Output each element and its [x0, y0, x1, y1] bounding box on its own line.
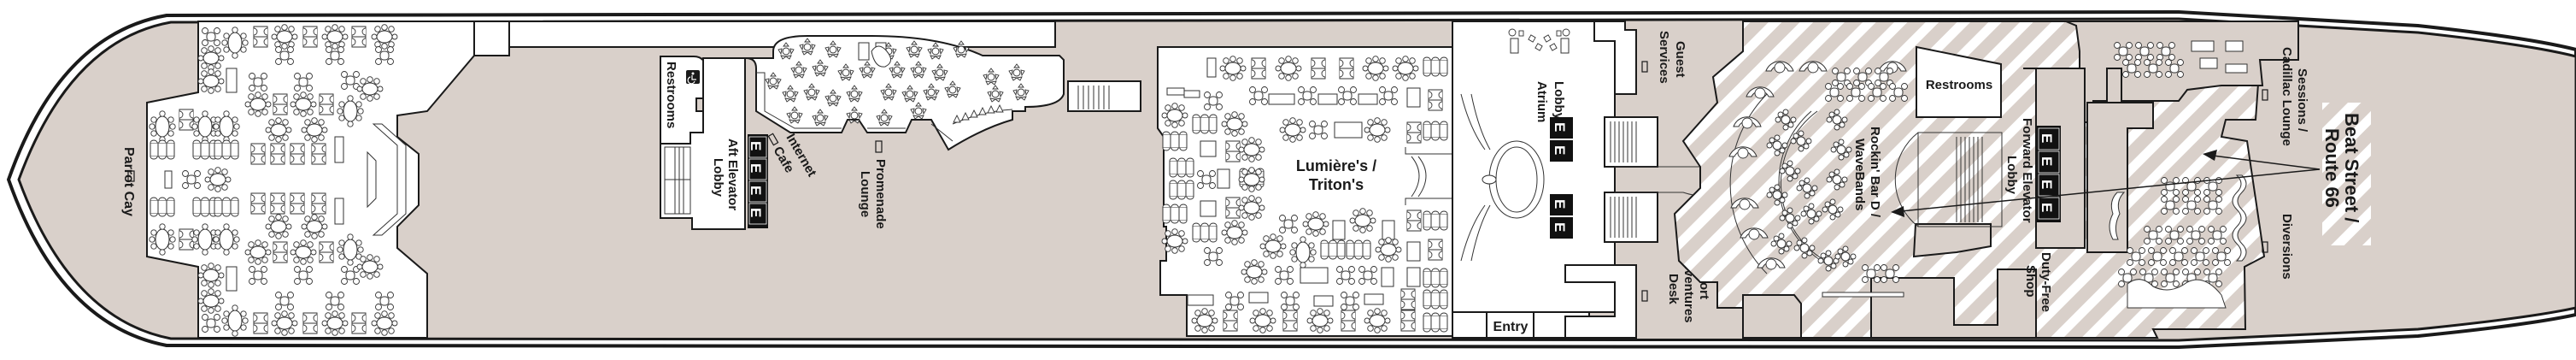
elevator-icon: E [748, 180, 767, 203]
guest-services-label-2: Services [1657, 31, 1671, 84]
lobby-atrium-area[interactable]: Entry Lobby Atrium [1452, 21, 1616, 339]
aft-elevator-lobby-label-1: Aft Elevator [725, 139, 740, 210]
svg-text:E: E [2039, 203, 2055, 212]
guest-services-label-1: Guest [1673, 41, 1687, 78]
duty-free-label-1: Duty-Free [2039, 252, 2053, 312]
beat-street-label-1: Beat Street / [2341, 113, 2362, 222]
pointer-arrow-icon [1891, 150, 2321, 217]
lobby-atrium-label-1: Lobby [1552, 81, 1566, 121]
entry-label[interactable]: Entry [1493, 320, 1529, 334]
lumieres-label-2: Triton's [1309, 176, 1364, 193]
promenade-lounge-label-1: Promenade [873, 159, 888, 229]
venue-marker-icon [875, 140, 883, 153]
elevator-icon: E [2038, 127, 2060, 150]
svg-text:E: E [748, 186, 764, 195]
parrot-cay-area[interactable]: Parrot Cay [121, 21, 475, 339]
rockin-bar-label-2: WaveBands [1852, 139, 1867, 210]
svg-text:E: E [1552, 145, 1568, 155]
elevator-icon: E [748, 158, 767, 180]
venue-marker-icon [2262, 89, 2268, 101]
sessions-label-1: Sessions / [2295, 68, 2309, 133]
route-66-label: Route 66 [2321, 128, 2343, 208]
venue-marker-icon [127, 170, 135, 182]
svg-text:E: E [1552, 222, 1568, 232]
wheelchair-icon [686, 70, 700, 85]
elevator-icon: E [748, 203, 767, 225]
svg-text:E: E [2039, 156, 2055, 166]
svg-text:E: E [748, 163, 764, 173]
elevator-icon: E [2038, 174, 2060, 197]
lumieres-tritons-area[interactable]: Lumière's / Triton's [1157, 46, 1453, 337]
forward-elevators: E E E E [2037, 126, 2061, 222]
port-adventures-label-3: Desk [1666, 274, 1681, 305]
restrooms-aft-label: Restrooms [664, 62, 678, 128]
aft-elevator-lobby-label-2: Lobby [711, 158, 725, 198]
beat-street-district[interactable]: Restrooms Rockin' Bar D / WaveBands Forw… [1673, 21, 2309, 339]
elevator-icon: E [748, 136, 767, 158]
midship-stairs [1604, 116, 1727, 243]
promenade-lounge-label-2: Lounge [858, 171, 872, 217]
forward-elevator-lobby-label-1: Forward Elevator [2020, 118, 2034, 223]
elevator-icon: E [1550, 194, 1573, 215]
duty-free-label-2: Shop [2023, 265, 2038, 298]
port-adventures-desk-area[interactable]: Port Adventures Desk [1564, 252, 1711, 339]
forward-elevator-lobby-label-2: Lobby [2004, 156, 2019, 195]
elevator-icon: E [1550, 217, 1573, 239]
svg-text:E: E [2039, 133, 2055, 143]
svg-text:E: E [2039, 180, 2055, 189]
venue-marker-icon [767, 133, 779, 146]
elevator-icon: E [1550, 117, 1573, 139]
diversions-label: Diversions [2280, 214, 2294, 280]
guest-services-area[interactable]: Guest Services [1593, 21, 1687, 95]
lumieres-label-1: Lumière's / [1296, 157, 1376, 174]
elevator-icon: E [2038, 197, 2060, 220]
venue-marker-icon [2262, 241, 2268, 253]
aft-elevators: E E E E [748, 134, 768, 228]
venue-marker-icon [1641, 61, 1648, 73]
aft-corridor [473, 21, 510, 56]
elevator-icon: E [1550, 140, 1573, 162]
beat-street-callout[interactable]: Beat Street / Route 66 [1891, 103, 2371, 245]
rockin-bar-label-1: Rockin' Bar D / [1868, 127, 1882, 218]
svg-text:E: E [748, 141, 764, 150]
svg-text:E: E [1552, 199, 1568, 209]
midship-elevators: E E E E [1550, 117, 1573, 239]
elevator-icon: E [2038, 150, 2060, 174]
venue-marker-icon [1641, 290, 1648, 302]
svg-text:E: E [1552, 122, 1568, 132]
aft-elevator-lobby-area[interactable]: Restrooms Aft Elevator Lobby [660, 56, 746, 230]
restrooms-fwd-label: Restrooms [1926, 78, 1992, 92]
svg-text:E: E [748, 208, 764, 217]
promenade-lounge-area[interactable]: Internet Cafe Promenade Lounge [745, 35, 1141, 229]
lobby-atrium-label-2: Atrium [1534, 81, 1549, 122]
sessions-label-2: Cadillac Lounge [2280, 47, 2294, 146]
